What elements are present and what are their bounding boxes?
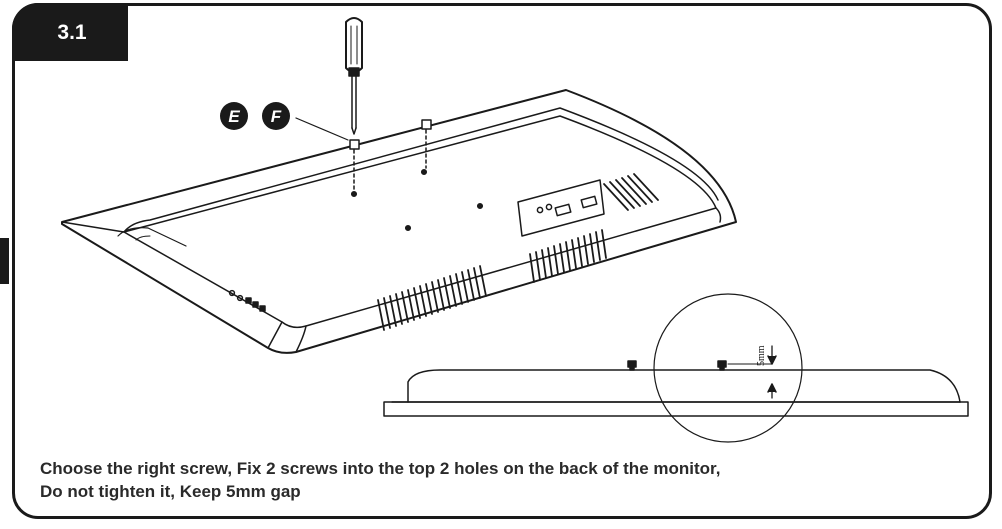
vent-right — [529, 229, 607, 283]
step-panel — [12, 3, 992, 519]
svg-text:E: E — [228, 107, 240, 126]
screw-left-icon — [349, 139, 360, 191]
edge-tab-marker — [0, 238, 9, 284]
side-buttons — [228, 289, 266, 312]
callout-leader-line — [295, 117, 349, 141]
vent-left — [377, 265, 487, 331]
screwdriver-icon — [345, 17, 363, 135]
callout-e: E — [220, 102, 248, 130]
detail-magnifier — [653, 293, 803, 443]
instructions-text: Choose the right screw, Fix 2 screws int… — [40, 457, 980, 503]
svg-text:F: F — [271, 107, 282, 126]
gap-dimension-label: 5mm — [756, 345, 767, 366]
step-number: 3.1 — [57, 21, 87, 44]
profile-screw-left-icon — [627, 360, 637, 371]
step-tab — [12, 3, 128, 61]
instruction-line-1: Choose the right screw, Fix 2 screws int… — [40, 459, 721, 478]
callout-f: F — [262, 102, 290, 130]
monitor-back-view — [61, 89, 737, 354]
instruction-line-2: Do not tighten it, Keep 5mm gap — [40, 482, 301, 501]
monitor-side-profile: 5mm — [383, 293, 969, 443]
profile-screw-right-icon — [717, 360, 727, 371]
screw-right-icon — [421, 119, 432, 169]
